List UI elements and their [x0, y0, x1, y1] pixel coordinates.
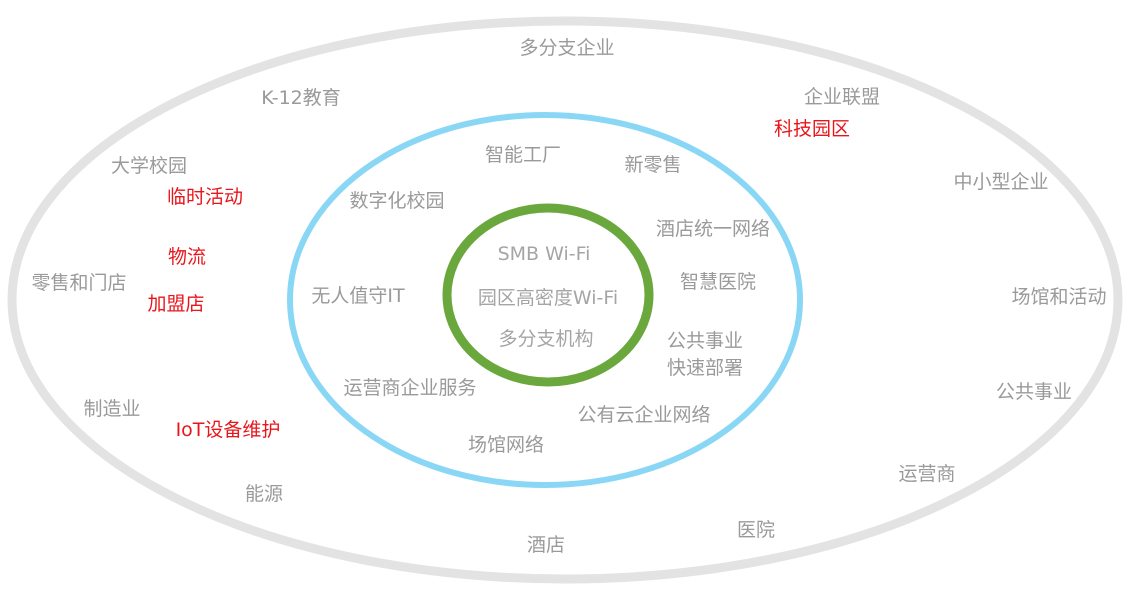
outer-label-multi-branch-enterprise: 多分支企业: [519, 37, 615, 59]
outer-label-public-utilities: 公共事业: [995, 381, 1073, 403]
inner-ring: [442, 203, 654, 387]
outer-label-franchise: 加盟店: [147, 293, 205, 315]
outer-label-carrier: 运营商: [898, 463, 956, 485]
outer-label-hotel: 酒店: [526, 534, 566, 556]
inner-label-campus-high-density-wifi: 园区高密度Wi-Fi: [477, 287, 619, 309]
inner-label-multi-branch: 多分支机构: [498, 328, 594, 350]
outer-label-manufacturing: 制造业: [83, 398, 141, 420]
outer-ring: [7, 16, 1123, 584]
outer-label-logistics: 物流: [167, 246, 207, 268]
outer-label-tech-park: 科技园区: [773, 118, 851, 140]
middle-label-public-cloud: 公有云企业网络: [577, 404, 711, 426]
middle-label-carrier-enterprise: 运营商企业服务: [343, 377, 477, 399]
middle-label-digital-campus: 数字化校园: [349, 190, 445, 212]
inner-label-smb-wifi: SMB Wi-Fi: [497, 243, 591, 265]
outer-label-iot-maintenance: IoT设备维护: [175, 419, 281, 441]
outer-label-smb: 中小型企业: [953, 171, 1049, 193]
outer-label-energy: 能源: [244, 483, 284, 505]
middle-label-new-retail: 新零售: [624, 154, 682, 176]
middle-label-smart-factory: 智能工厂: [484, 144, 562, 166]
middle-ring: [287, 112, 803, 488]
outer-label-temporary-events: 临时活动: [166, 186, 244, 208]
outer-label-retail-stores: 零售和门店: [31, 272, 127, 294]
middle-label-smart-hospital: 智慧医院: [679, 271, 757, 293]
middle-label-public-utilities: 公共事业: [666, 330, 744, 352]
middle-label-unattended-it: 无人值守IT: [311, 285, 405, 307]
middle-label-rapid-deployment: 快速部署: [666, 357, 744, 379]
outer-label-university: 大学校园: [110, 155, 188, 177]
outer-label-enterprise-alliance: 企业联盟: [803, 86, 881, 108]
outer-label-venues-events: 场馆和活动: [1011, 286, 1107, 308]
middle-label-venue-network: 场馆网络: [467, 434, 545, 456]
middle-label-hotel-network: 酒店统一网络: [655, 218, 771, 240]
outer-label-hospital: 医院: [736, 519, 776, 541]
outer-label-k12: K-12教育: [261, 87, 341, 109]
